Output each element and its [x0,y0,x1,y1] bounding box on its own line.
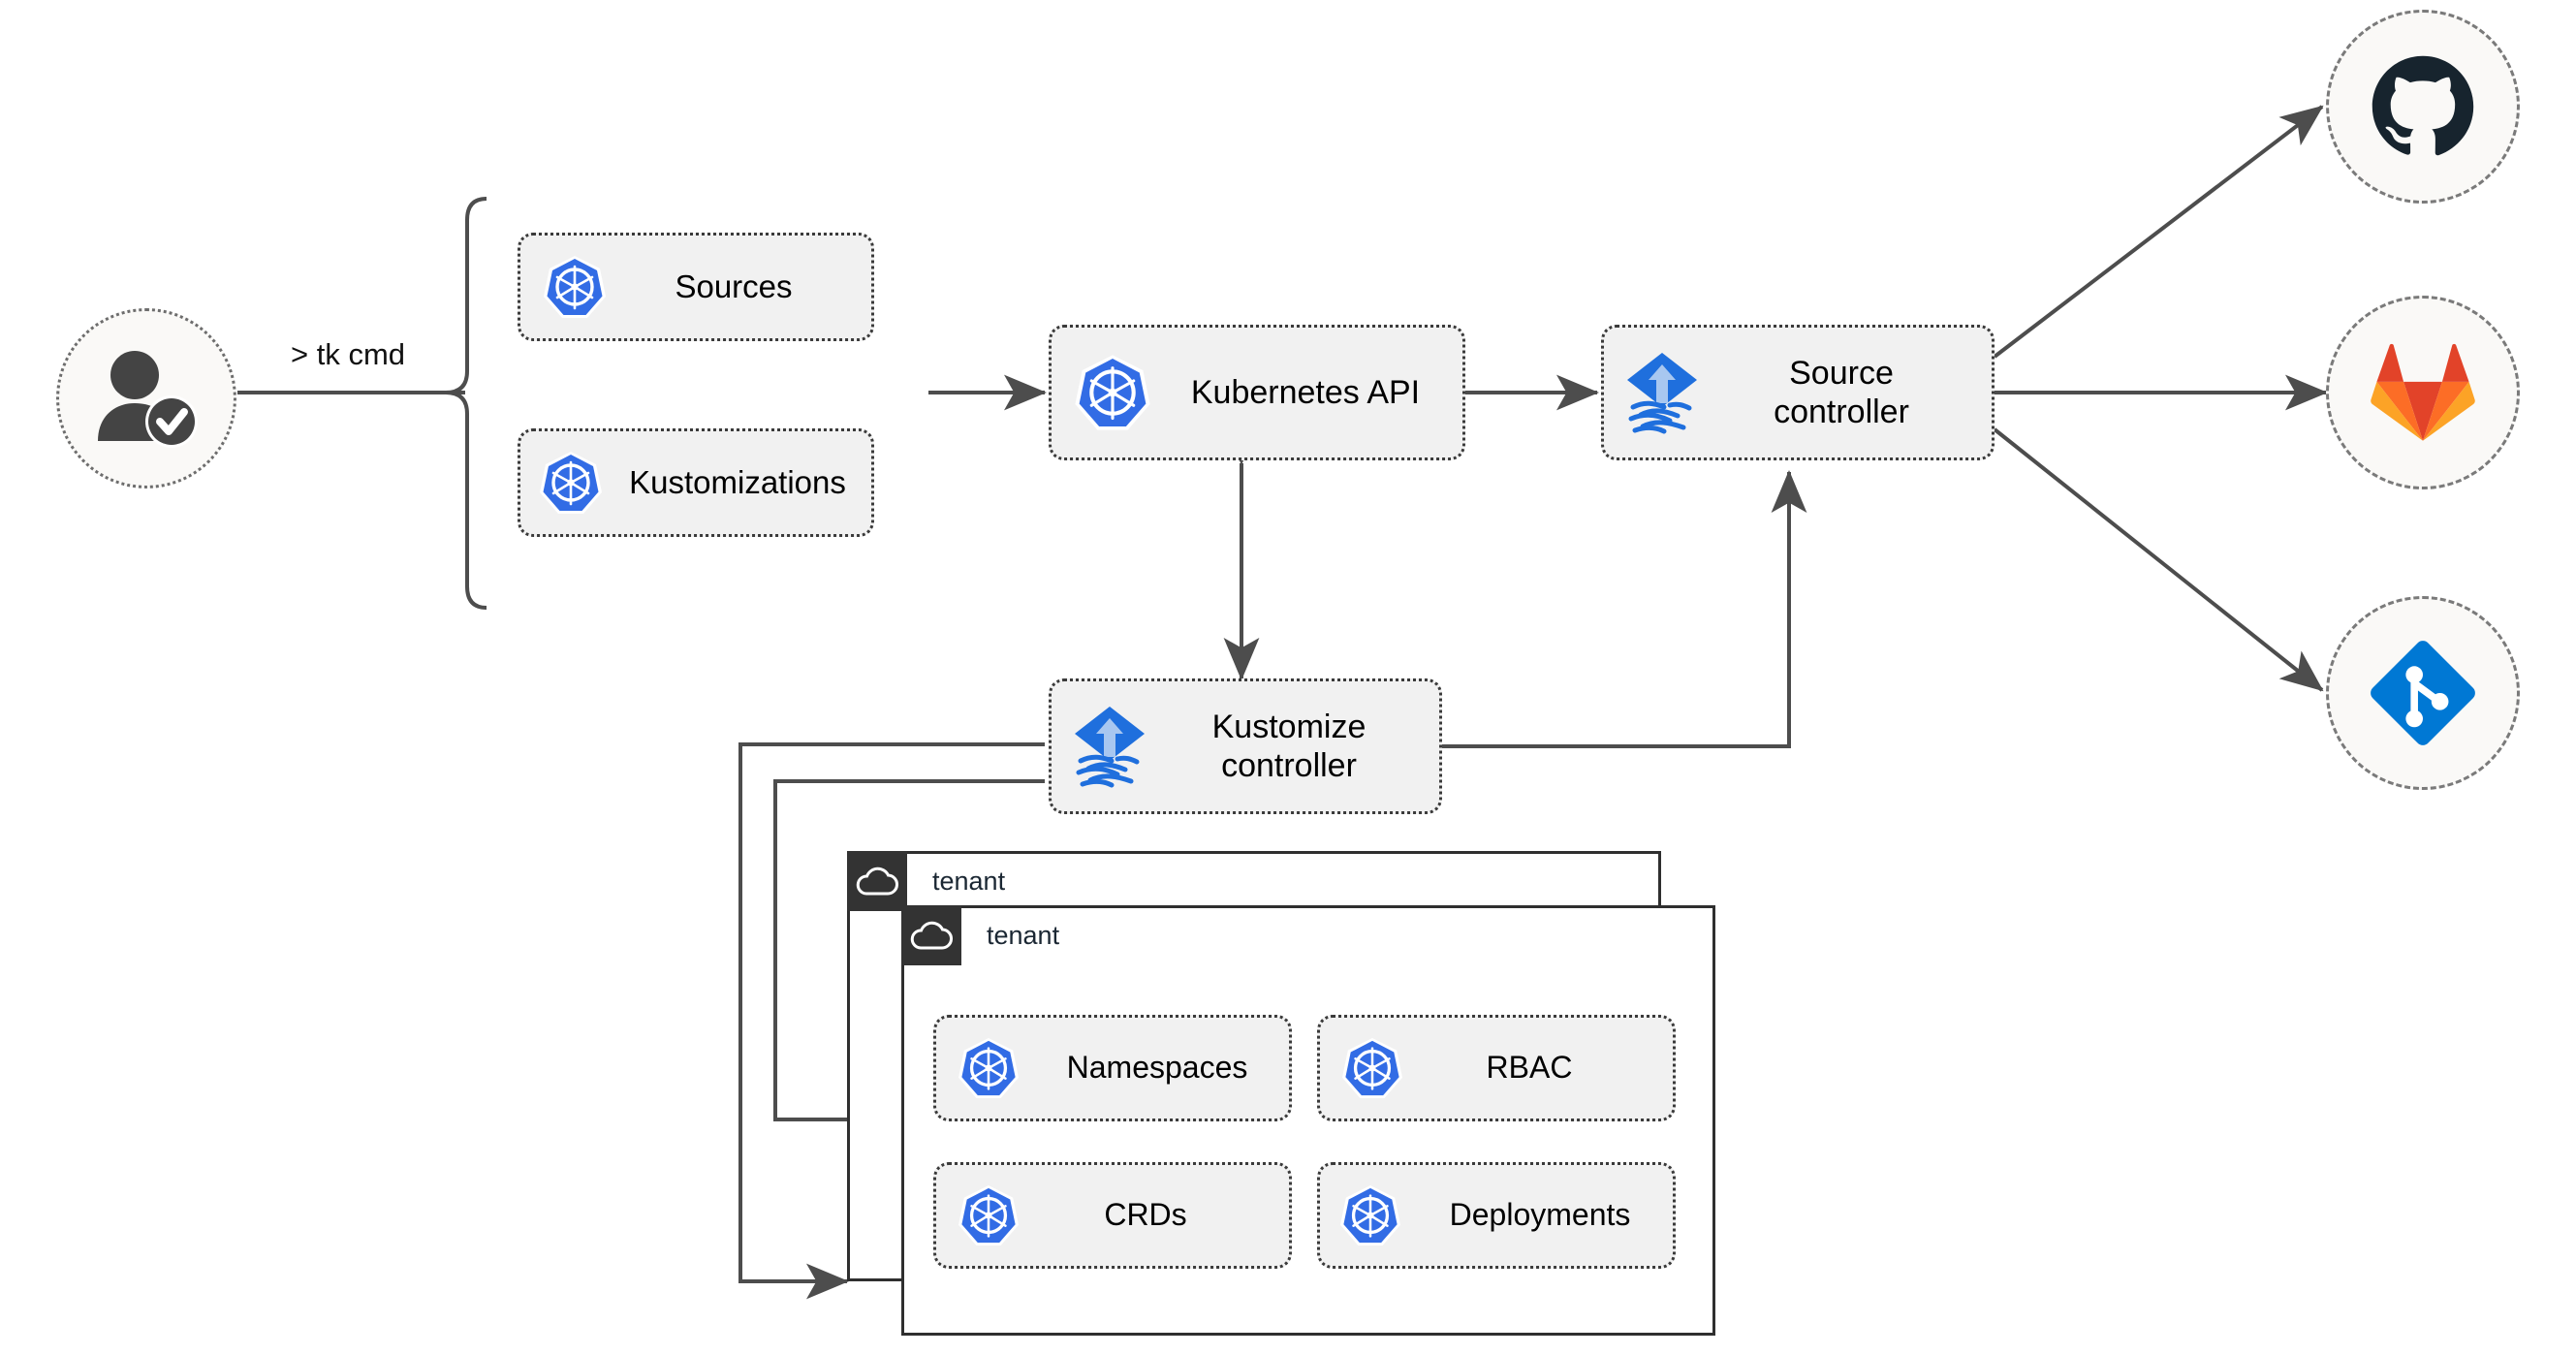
kubernetes-icon [936,1036,1041,1100]
tenant-1-header: tenant [847,851,1005,911]
azure-repos-git-icon [2371,641,2475,745]
tenant-resource-crds[interactable]: CRDs [933,1162,1292,1269]
flux-icon [1604,351,1720,434]
crd-kustomizations-label: Kustomizations [629,463,846,500]
kustomize-controller-label-line2: controller [1221,747,1357,784]
kubernetes-api-label: Kubernetes API [1190,373,1421,411]
tenant-1-name: tenant [932,866,1006,896]
crd-sources-node[interactable]: Sources [518,233,874,341]
tenant-resource-deployments[interactable]: Deployments [1317,1162,1676,1269]
tenant-resource-deployments-label: Deployments [1449,1197,1631,1233]
kubernetes-icon [1052,353,1174,432]
kubernetes-icon [520,450,621,516]
tenant-resource-rbac-label: RBAC [1486,1050,1573,1086]
user-verified-icon [98,351,198,448]
flux-icon [1052,705,1168,788]
crd-sources-label: Sources [675,268,793,304]
source-controller-label: Source controller [1720,354,1992,431]
kubernetes-icon [1320,1036,1425,1100]
user-node[interactable] [56,308,236,488]
edge-source-azure [1993,427,2324,692]
kustomize-controller-node[interactable]: Kustomize controller [1049,678,1442,814]
edge-kustomize-source [1441,470,1807,748]
tenant-2-name: tenant [987,920,1060,950]
cloud-icon [901,905,961,965]
tenant-2-header: tenant [901,905,1059,965]
gitlab-icon [2371,343,2475,441]
tenant-resource-namespaces[interactable]: Namespaces [933,1015,1292,1121]
command-label: > tk cmd [291,337,406,371]
kustomize-controller-label-line1: Kustomize [1211,708,1367,745]
edge-source-github [1993,105,2324,359]
tenant-window-2[interactable]: tenant Namespaces [901,905,1715,1336]
git-provider-gitlab[interactable] [2326,296,2520,489]
crd-kustomizations-node[interactable]: Kustomizations [518,428,874,537]
tenant-resource-rbac[interactable]: RBAC [1317,1015,1676,1121]
kubernetes-icon [520,254,629,320]
github-icon [2372,55,2474,156]
source-controller-node[interactable]: Source controller [1601,325,1995,460]
kubernetes-api-node[interactable]: Kubernetes API [1049,325,1465,460]
group-brace [445,197,487,610]
source-controller-label-line1: Source [1789,354,1894,392]
kustomize-controller-label: Kustomize controller [1168,708,1439,785]
tenant-resource-namespaces-label: Namespaces [1066,1050,1248,1086]
git-provider-github[interactable] [2326,10,2520,204]
kubernetes-icon [1320,1183,1421,1247]
kubernetes-icon [936,1183,1041,1247]
tenant-resource-crds-label: CRDs [1104,1197,1187,1233]
source-controller-label-line2: controller [1774,394,1909,430]
git-provider-azure-repos[interactable] [2326,596,2520,790]
cloud-icon [847,851,907,911]
